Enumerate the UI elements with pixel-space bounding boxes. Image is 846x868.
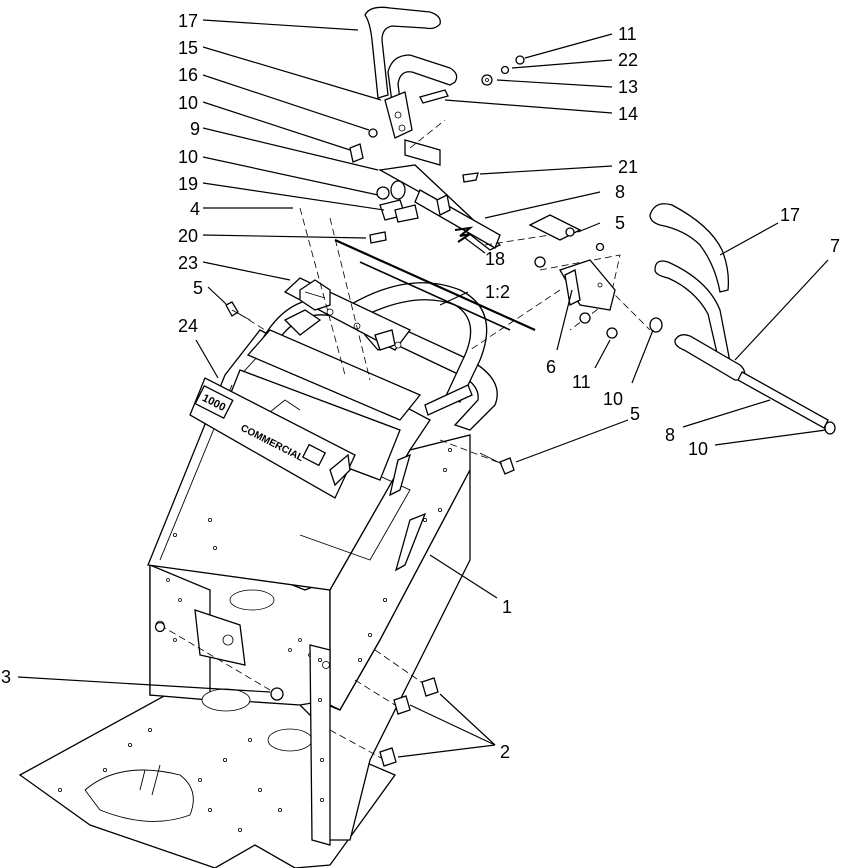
callout-10-d: 10 <box>688 439 708 459</box>
callout-8-upper: 8 <box>615 182 625 202</box>
callout-15: 15 <box>178 38 198 58</box>
callout-2: 2 <box>500 742 510 762</box>
callout-5-upper: 5 <box>615 213 625 233</box>
callout-1-2: 1:2 <box>485 282 510 302</box>
right-handle-exploded <box>649 203 836 435</box>
hardware-upper <box>349 55 525 163</box>
callout-18: 18 <box>485 249 505 269</box>
callout-8-lower: 8 <box>665 425 675 445</box>
callout-24: 24 <box>178 316 198 336</box>
callout-19: 19 <box>178 174 198 194</box>
callout-16: 16 <box>178 65 198 85</box>
callout-9: 9 <box>190 119 200 139</box>
callout-10-c: 10 <box>603 389 623 409</box>
callout-6: 6 <box>546 357 556 377</box>
callout-21: 21 <box>618 157 638 177</box>
callout-4: 4 <box>190 199 200 219</box>
callout-17-right: 17 <box>780 205 800 225</box>
left-bail-handle <box>364 6 458 166</box>
cables <box>334 238 536 332</box>
bolts <box>154 301 515 767</box>
control-shaft <box>369 164 546 268</box>
callout-5-left: 5 <box>193 278 203 298</box>
callout-11-right: 11 <box>572 372 591 392</box>
callout-13: 13 <box>618 77 638 97</box>
callout-22: 22 <box>618 50 638 70</box>
callout-labels: 17 15 16 10 9 10 19 4 20 23 5 24 3 11 22… <box>1 11 840 762</box>
callout-23: 23 <box>178 253 198 273</box>
callout-10-b: 10 <box>178 147 198 167</box>
callout-20: 20 <box>178 226 198 246</box>
callout-7: 7 <box>830 236 840 256</box>
callout-5-mid: 5 <box>630 404 640 424</box>
callout-1: 1 <box>502 597 512 617</box>
right-brackets <box>528 214 618 339</box>
callout-14: 14 <box>618 104 638 124</box>
decal-plate: 1000 COMMERCIAL <box>189 377 356 499</box>
callout-17-left: 17 <box>178 11 198 31</box>
leader-lines <box>17 19 829 758</box>
switch-plate <box>283 277 411 351</box>
callout-11-top: 11 <box>618 24 637 44</box>
callout-10-a: 10 <box>178 93 198 113</box>
callout-3: 3 <box>1 667 11 687</box>
